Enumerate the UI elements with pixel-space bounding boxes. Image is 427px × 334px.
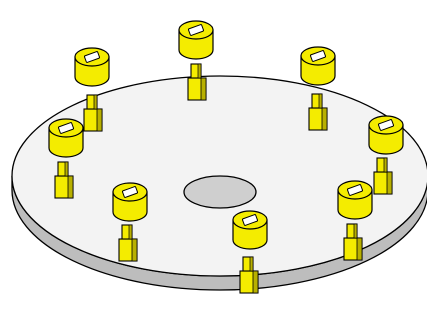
cylinder-part: [178, 20, 214, 60]
cylinder-part: [112, 182, 148, 222]
cylinder-slot: [58, 122, 74, 134]
cylinder-slot: [378, 119, 394, 131]
post-group: [54, 63, 393, 294]
post-part: [343, 223, 363, 261]
center-hole: [183, 175, 257, 209]
post-part: [239, 256, 259, 294]
cylinder-part: [74, 47, 110, 87]
post-part: [308, 93, 328, 131]
post-part: [373, 157, 393, 195]
cylinder-part: [300, 46, 336, 86]
post-part: [118, 224, 138, 262]
cylinder-slot: [188, 24, 204, 36]
cylinder-part: [48, 118, 84, 158]
post-part: [54, 161, 74, 199]
cylinder-part: [232, 210, 268, 250]
cylinder-part: [337, 180, 373, 220]
cylinder-group: [48, 20, 404, 250]
cylinder-slot: [347, 184, 363, 196]
post-part: [83, 94, 103, 132]
cylinder-slot: [84, 51, 100, 63]
cylinder-part: [368, 115, 404, 155]
cylinder-slot: [122, 186, 138, 198]
cylinder-slot: [242, 214, 258, 226]
cylinder-slot: [310, 50, 326, 62]
post-part: [187, 63, 207, 101]
